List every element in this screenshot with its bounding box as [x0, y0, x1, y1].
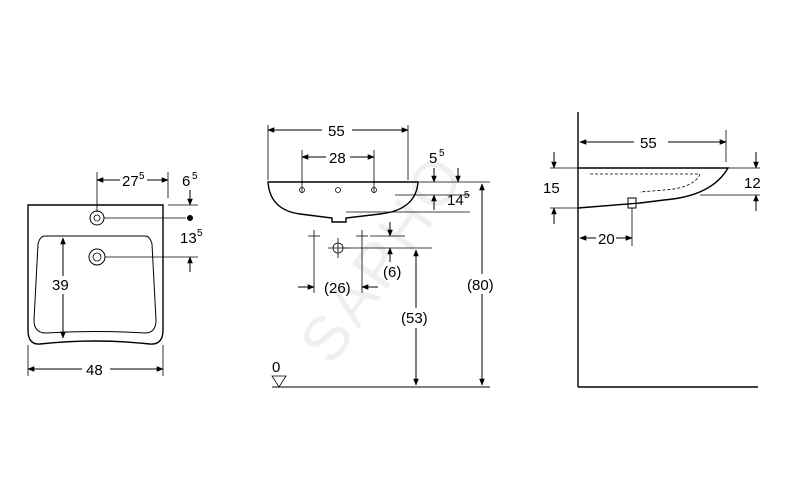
drain-height-label: (53): [401, 310, 428, 327]
rim-label: 5: [429, 150, 437, 167]
tap-offset-sup: 5: [139, 171, 145, 182]
tap-hole-inner: [93, 214, 101, 222]
overflow-hole: [88, 248, 106, 266]
top-gap-sup: 5: [192, 171, 198, 182]
drain-marker: [187, 215, 193, 221]
floor-level-label: 0: [272, 359, 280, 376]
tap-hole-mark-center: [335, 187, 341, 193]
watermark: SAPHO: [287, 141, 479, 375]
section-view: 55 28 5 5 14 5: [267, 123, 500, 388]
waste-symbol-center: [328, 238, 348, 258]
waste-spacing-label: (26): [324, 280, 351, 297]
height-label: 39: [52, 277, 69, 294]
waste-drop-label: (6): [383, 264, 401, 281]
holes-label: 28: [329, 150, 346, 167]
thickness-label: 14: [447, 192, 464, 209]
basin-front-outline: [27, 204, 164, 345]
tap-hole-mark-right: [371, 187, 377, 193]
drain-offset-sup: 5: [197, 228, 203, 239]
floor-level-marker: [271, 375, 287, 388]
overflow-hole-inner: [92, 252, 102, 262]
basin-front-bowl: [33, 235, 157, 334]
width-label: 48: [86, 362, 103, 379]
waste-symbol-left: [308, 230, 320, 241]
side-view: 55 15 12 20: [543, 112, 761, 388]
rim-sup: 5: [439, 148, 445, 159]
left-height-label: 15: [543, 180, 560, 197]
waste-symbol-right: [356, 230, 368, 241]
depth-label: 55: [640, 135, 657, 152]
tap-offset-label: 27: [122, 173, 139, 190]
front-view: 27 5 6 5 13 5 39 48: [27, 171, 203, 379]
top-gap-label: 6: [182, 173, 190, 190]
rim-height-label: (80): [467, 277, 494, 294]
basin-side-inner: [590, 173, 701, 193]
basin-side-profile: [577, 167, 730, 209]
drain-offset-label: 13: [180, 230, 197, 247]
right-height-label: 12: [744, 175, 761, 192]
drain-setback-label: 20: [598, 231, 615, 248]
tap-hole-mark-left: [299, 187, 305, 193]
thickness-sup: 5: [464, 190, 470, 201]
tap-hole: [89, 210, 105, 226]
basin-section: [267, 181, 419, 223]
width-label: 55: [328, 123, 345, 140]
